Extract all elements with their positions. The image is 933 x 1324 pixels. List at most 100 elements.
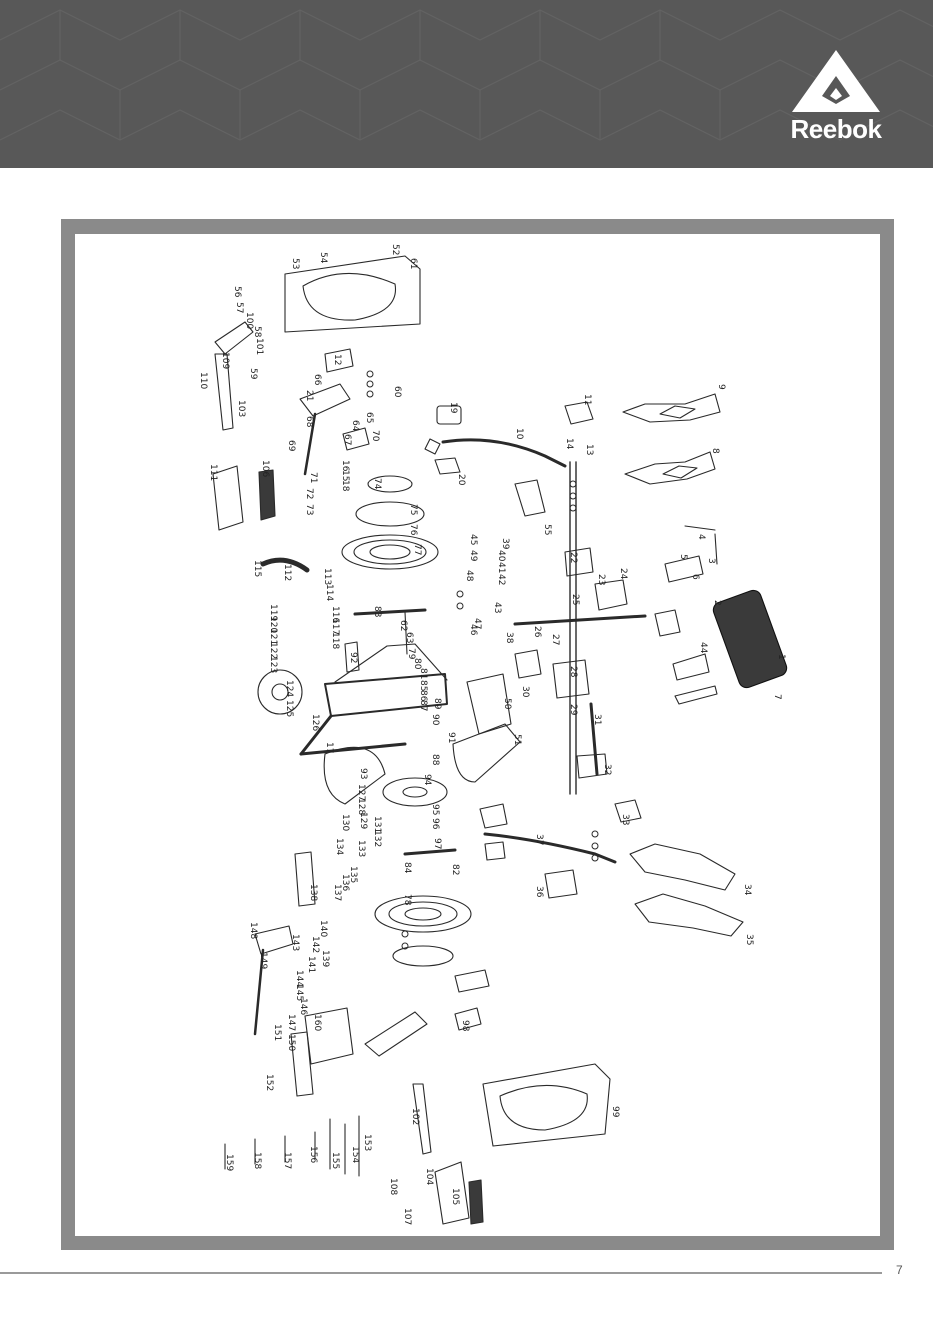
part-callout-54: 54 [318,252,328,264]
part-callout-92: 92 [348,652,358,663]
part-callout-34: 34 [742,884,752,896]
page-number: 7 [896,1263,903,1277]
part-callout-36: 36 [534,886,544,898]
part-callout-8: 8 [710,448,720,454]
part-callout-61: 61 [408,258,418,269]
part-callout-28: 28 [568,666,578,678]
part-callout-152: 152 [264,1074,274,1091]
part-callout-91: 91 [446,732,456,743]
part-callout-69: 69 [286,440,296,452]
part-callout-121: 121 [268,628,278,645]
part-callout-82: 82 [450,864,460,875]
part-callout-139: 139 [320,950,330,967]
part-callout-60: 60 [392,386,402,398]
part-callout-12: 12 [332,354,342,365]
part-callout-131: 131 [372,816,382,833]
part-callout-108: 108 [388,1178,398,1195]
part-callout-95: 95 [430,804,440,815]
part-callout-48: 48 [464,570,474,582]
part-callout-149: 149 [258,952,268,969]
part-callout-154: 154 [350,1146,360,1163]
part-callout-132: 132 [372,830,382,847]
part-callout-124: 124 [284,680,294,697]
part-callout-16: 16 [340,460,350,472]
part-callout-57: 57 [234,302,244,313]
part-callout-25: 25 [570,594,580,605]
part-callout-5: 5 [678,554,688,560]
parts-drawing: 1234567891011121314151617181920212223242… [198,244,788,1225]
header-pattern [0,9,933,141]
part-callout-138: 138 [308,884,318,901]
part-callout-42: 42 [496,574,506,585]
part-callout-115: 115 [252,560,262,577]
part-callout-93: 93 [358,768,368,779]
part-callout-23: 23 [596,574,606,585]
part-callout-142: 142 [310,936,320,953]
part-callout-50: 50 [502,698,512,710]
part-callout-87: 87 [418,700,428,711]
part-callout-126: 126 [310,714,320,731]
part-callout-83: 83 [372,606,382,617]
part-callout-41: 41 [496,562,506,573]
part-callout-37: 37 [534,834,544,845]
part-callout-15: 15 [340,470,350,481]
part-callout-14: 14 [564,438,574,450]
part-callout-27: 27 [550,634,560,645]
part-callout-111: 111 [208,464,218,481]
part-callout-160: 160 [312,1014,322,1031]
part-callout-107: 107 [402,1208,412,1225]
part-callout-134: 134 [334,838,344,855]
part-callout-113: 113 [322,568,332,585]
part-callout-98: 98 [460,1020,470,1032]
part-callout-6: 6 [690,574,700,580]
part-callout-30: 30 [520,686,530,698]
part-callout-75: 75 [408,504,418,515]
part-callout-100: 100 [244,312,254,329]
part-callout-73: 73 [304,504,314,515]
part-callout-147: 147 [286,1014,296,1031]
part-callout-9: 9 [716,384,726,390]
part-callout-11: 11 [582,394,592,405]
part-callout-2: 2 [712,600,722,606]
part-callout-59: 59 [248,368,258,380]
part-callout-17: 17 [324,742,334,753]
part-callout-153: 153 [362,1134,372,1151]
part-callout-3: 3 [706,558,716,564]
part-callout-137: 137 [332,884,342,901]
part-callout-29: 29 [568,704,578,716]
part-callout-118: 118 [330,632,340,649]
part-callout-151: 151 [272,1024,282,1041]
part-callout-143: 143 [290,934,300,951]
part-callout-7: 7 [772,694,782,700]
part-callout-86: 86 [418,690,428,702]
part-callout-49: 49 [468,550,478,562]
part-callout-70: 70 [370,430,380,442]
part-callout-102: 102 [410,1108,420,1125]
part-callout-129: 129 [358,812,368,829]
part-callout-4: 4 [696,534,706,540]
part-callout-19: 19 [448,402,458,414]
part-callout-127: 127 [356,784,366,801]
part-callout-74: 74 [372,478,382,490]
part-callout-22: 22 [568,552,578,563]
part-callout-53: 53 [290,258,300,269]
part-callout-45: 45 [468,534,478,545]
part-callout-140: 140 [318,920,328,937]
part-callout-114: 114 [324,584,334,601]
part-callout-97: 97 [432,838,442,849]
part-callout-136: 136 [340,874,350,891]
part-callout-116: 116 [330,606,340,623]
part-callout-81: 81 [418,668,428,679]
part-callout-80: 80 [412,658,422,670]
part-callout-47: 47 [472,618,482,629]
part-callout-10: 10 [514,428,524,440]
part-callout-64: 64 [350,420,360,432]
part-callout-84: 84 [402,862,412,874]
part-callout-135: 135 [348,866,358,883]
part-callout-72: 72 [304,488,314,499]
part-callout-63: 63 [404,632,414,643]
part-callout-156: 156 [308,1146,318,1163]
part-callout-89: 89 [432,698,442,710]
part-callout-32: 32 [602,764,612,775]
